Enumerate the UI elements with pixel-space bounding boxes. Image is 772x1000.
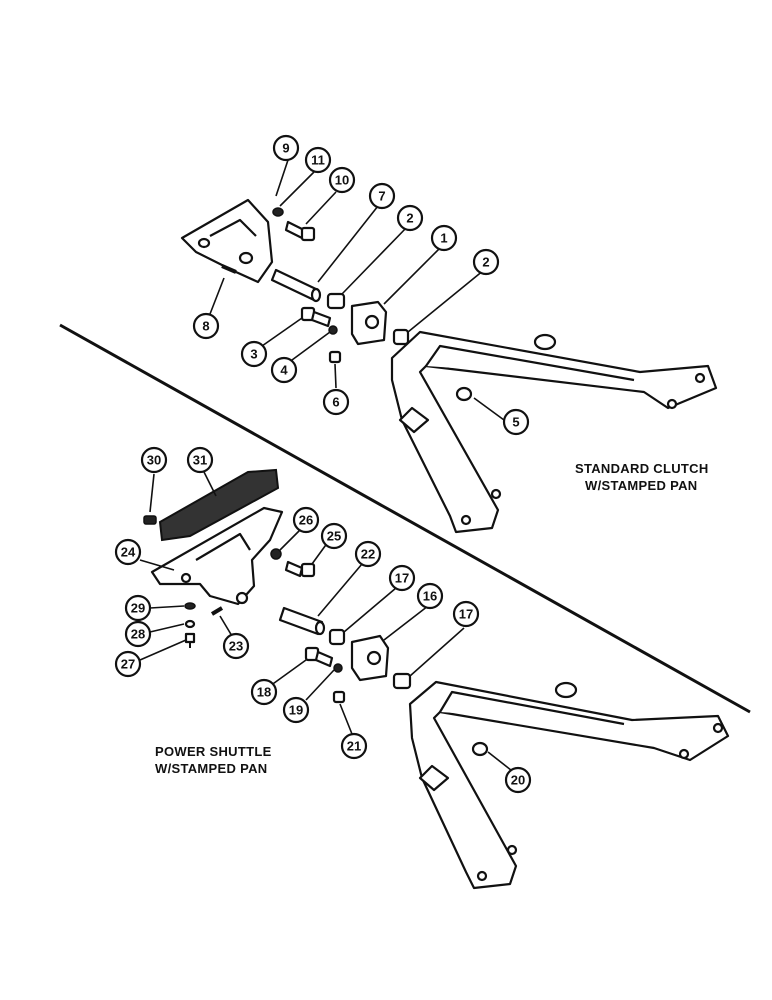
svg-text:19: 19 xyxy=(289,703,303,718)
svg-text:25: 25 xyxy=(327,529,341,544)
leader-lines xyxy=(139,159,517,775)
svg-text:24: 24 xyxy=(121,545,136,560)
section-divider xyxy=(59,323,751,714)
roll-pin-23 xyxy=(210,606,224,616)
svg-text:8: 8 xyxy=(202,319,209,334)
callout-8: 8 xyxy=(192,312,220,340)
callout-26: 26 xyxy=(292,506,320,534)
standard-caption-line1: STANDARD CLUTCH xyxy=(575,461,709,476)
callout-18: 18 xyxy=(250,678,278,706)
callout-5: 5 xyxy=(502,408,530,436)
nut-6 xyxy=(328,350,342,364)
svg-text:16: 16 xyxy=(423,589,437,604)
pivot-shaft-7 xyxy=(270,268,322,303)
pedal-frame-bottom xyxy=(408,680,730,890)
callout-29: 29 xyxy=(124,594,152,622)
callout-2a: 2 xyxy=(396,204,424,232)
svg-text:11: 11 xyxy=(311,153,325,168)
svg-text:20: 20 xyxy=(511,773,525,788)
callout-25: 25 xyxy=(320,522,348,550)
callout-23: 23 xyxy=(222,632,250,660)
nut-20 xyxy=(471,741,489,757)
callout-9: 9 xyxy=(272,134,300,162)
bolt-3 xyxy=(300,306,332,328)
callout-3: 3 xyxy=(240,340,268,368)
svg-text:23: 23 xyxy=(229,639,243,654)
nut-21 xyxy=(332,690,346,704)
callout-16: 16 xyxy=(416,582,444,610)
lever-16 xyxy=(350,634,390,682)
svg-text:21: 21 xyxy=(347,739,361,754)
callout-17a: 17 xyxy=(388,564,416,592)
callout-1: 1 xyxy=(430,224,458,252)
svg-text:7: 7 xyxy=(378,189,385,204)
bushing-17a xyxy=(328,628,346,646)
callout-2b: 2 xyxy=(472,248,500,276)
pivot-shaft-22 xyxy=(278,606,326,636)
callout-20: 20 xyxy=(504,766,532,794)
svg-text:2: 2 xyxy=(406,211,413,226)
washer-4 xyxy=(328,325,338,335)
svg-text:5: 5 xyxy=(512,415,519,430)
callout-30: 30 xyxy=(140,446,168,474)
callout-22: 22 xyxy=(354,540,382,568)
shuttle-caption-line2: W/STAMPED PAN xyxy=(155,761,268,776)
svg-text:30: 30 xyxy=(147,453,161,468)
callout-21: 21 xyxy=(340,732,368,760)
bolt-25 xyxy=(284,560,316,578)
washer-28 xyxy=(184,619,196,629)
svg-text:1: 1 xyxy=(440,231,447,246)
callout-7: 7 xyxy=(368,182,396,210)
callout-6: 6 xyxy=(322,388,350,416)
svg-text:2: 2 xyxy=(482,255,489,270)
washer-19 xyxy=(333,663,343,673)
pan-bracket-24 xyxy=(150,506,284,606)
callout-27: 27 xyxy=(114,650,142,678)
callout-4: 4 xyxy=(270,356,298,384)
lock-washer-26 xyxy=(270,548,282,560)
callout-11: 11 xyxy=(304,146,332,174)
callout-31: 31 xyxy=(186,446,214,474)
nut-5 xyxy=(455,386,473,402)
svg-text:29: 29 xyxy=(131,601,145,616)
svg-text:18: 18 xyxy=(257,685,271,700)
lever-1 xyxy=(350,300,388,346)
callout-28: 28 xyxy=(124,620,152,648)
lock-washer-11 xyxy=(272,207,284,217)
bushing-2a xyxy=(326,292,346,310)
callout-17b: 17 xyxy=(452,600,480,628)
svg-text:22: 22 xyxy=(361,547,375,562)
callout-19: 19 xyxy=(282,696,310,724)
svg-text:28: 28 xyxy=(131,627,145,642)
washer-29 xyxy=(184,602,196,610)
svg-text:3: 3 xyxy=(250,347,257,362)
pedal-frame-top xyxy=(390,330,718,534)
screw-27 xyxy=(184,632,196,648)
svg-text:10: 10 xyxy=(335,173,349,188)
standard-clutch-caption: STANDARD CLUTCH W/STAMPED PAN xyxy=(575,460,709,494)
svg-text:17: 17 xyxy=(395,571,409,586)
power-shuttle-caption: POWER SHUTTLE W/STAMPED PAN xyxy=(155,743,272,777)
bolt-10 xyxy=(284,220,316,242)
svg-text:9: 9 xyxy=(282,141,289,156)
svg-text:27: 27 xyxy=(121,657,135,672)
pad-31 xyxy=(158,468,280,542)
svg-text:26: 26 xyxy=(299,513,313,528)
standard-caption-line2: W/STAMPED PAN xyxy=(585,478,698,493)
bolt-18 xyxy=(304,646,334,668)
bracket-part-9 xyxy=(180,198,274,284)
callout-24: 24 xyxy=(114,538,142,566)
svg-text:17: 17 xyxy=(459,607,473,622)
clip-30 xyxy=(143,515,157,525)
roll-pin-8 xyxy=(221,264,237,274)
bushing-17b xyxy=(392,672,412,690)
bushing-2b xyxy=(392,328,410,346)
svg-text:31: 31 xyxy=(193,453,207,468)
svg-text:4: 4 xyxy=(280,363,288,378)
callout-10: 10 xyxy=(328,166,356,194)
svg-text:6: 6 xyxy=(332,395,339,410)
shuttle-caption-line1: POWER SHUTTLE xyxy=(155,744,272,759)
